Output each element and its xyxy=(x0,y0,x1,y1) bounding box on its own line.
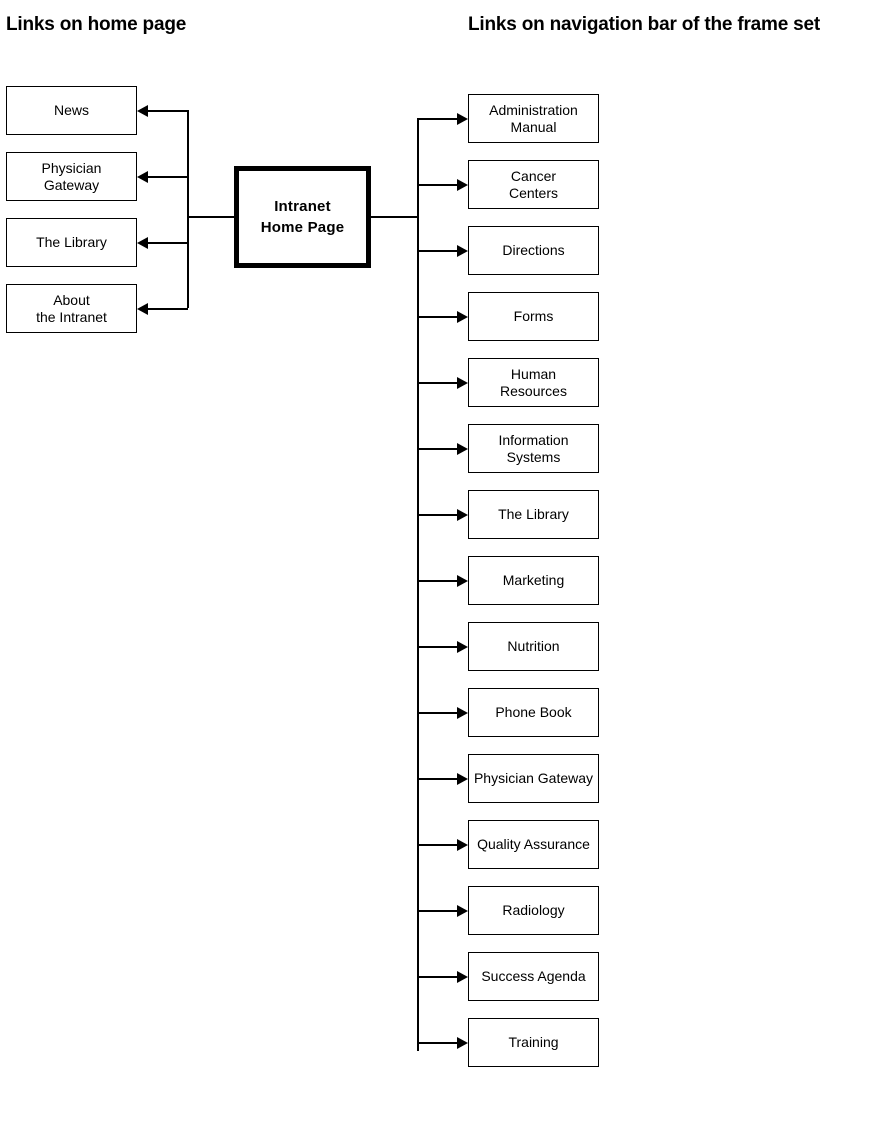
right-arrow-nutrition-icon xyxy=(457,641,468,653)
left-trunk-stem xyxy=(187,216,235,218)
left-arrow-about-the-intranet-icon xyxy=(137,303,148,315)
node-radiology[interactable]: Radiology xyxy=(468,886,599,935)
node-nutrition[interactable]: Nutrition xyxy=(468,622,599,671)
right-branch-administration-manual xyxy=(418,118,458,120)
right-branch-marketing xyxy=(418,580,458,582)
right-arrow-success-agenda-icon xyxy=(457,971,468,983)
right-arrow-quality-assurance-icon xyxy=(457,839,468,851)
node-physician-gateway-home[interactable]: Physician Gateway xyxy=(6,152,137,201)
right-arrow-information-systems-icon xyxy=(457,443,468,455)
right-branch-forms xyxy=(418,316,458,318)
left-branch-physician-gateway xyxy=(148,176,188,178)
right-trunk-vertical xyxy=(417,118,419,1051)
node-quality-assurance[interactable]: Quality Assurance xyxy=(468,820,599,869)
node-news[interactable]: News xyxy=(6,86,137,135)
left-trunk-vertical xyxy=(187,110,189,308)
node-phone-book[interactable]: Phone Book xyxy=(468,688,599,737)
node-forms[interactable]: Forms xyxy=(468,292,599,341)
right-arrow-administration-manual-icon xyxy=(457,113,468,125)
right-trunk-stem xyxy=(371,216,419,218)
right-arrow-cancer-centers-icon xyxy=(457,179,468,191)
right-arrow-human-resources-icon xyxy=(457,377,468,389)
left-branch-the-library xyxy=(148,242,188,244)
node-physician-gateway-nav[interactable]: Physician Gateway xyxy=(468,754,599,803)
node-intranet-home-page[interactable]: Intranet Home Page xyxy=(234,166,371,268)
node-information-systems[interactable]: Information Systems xyxy=(468,424,599,473)
node-the-library-nav[interactable]: The Library xyxy=(468,490,599,539)
node-marketing[interactable]: Marketing xyxy=(468,556,599,605)
left-branch-news xyxy=(148,110,188,112)
right-branch-nutrition xyxy=(418,646,458,648)
left-arrow-news-icon xyxy=(137,105,148,117)
node-human-resources[interactable]: Human Resources xyxy=(468,358,599,407)
right-branch-information-systems xyxy=(418,448,458,450)
right-branch-human-resources xyxy=(418,382,458,384)
right-arrow-physician-gateway-icon xyxy=(457,773,468,785)
left-arrow-the-library-icon xyxy=(137,237,148,249)
right-arrow-radiology-icon xyxy=(457,905,468,917)
node-the-library-home[interactable]: The Library xyxy=(6,218,137,267)
right-arrow-marketing-icon xyxy=(457,575,468,587)
node-success-agenda[interactable]: Success Agenda xyxy=(468,952,599,1001)
right-arrow-phone-book-icon xyxy=(457,707,468,719)
right-branch-quality-assurance xyxy=(418,844,458,846)
right-branch-the-library xyxy=(418,514,458,516)
node-training[interactable]: Training xyxy=(468,1018,599,1067)
heading-links-on-home-page: Links on home page xyxy=(6,14,187,35)
right-arrow-the-library-icon xyxy=(457,509,468,521)
node-cancer-centers[interactable]: Cancer Centers xyxy=(468,160,599,209)
heading-links-on-navigation-bar: Links on navigation bar of the frame set xyxy=(468,14,821,35)
left-arrow-physician-gateway-icon xyxy=(137,171,148,183)
right-arrow-directions-icon xyxy=(457,245,468,257)
right-branch-physician-gateway xyxy=(418,778,458,780)
right-branch-training xyxy=(418,1042,458,1044)
right-branch-radiology xyxy=(418,910,458,912)
node-about-the-intranet[interactable]: About the Intranet xyxy=(6,284,137,333)
node-administration-manual[interactable]: Administration Manual xyxy=(468,94,599,143)
right-branch-success-agenda xyxy=(418,976,458,978)
right-branch-directions xyxy=(418,250,458,252)
right-arrow-training-icon xyxy=(457,1037,468,1049)
right-branch-phone-book xyxy=(418,712,458,714)
right-branch-cancer-centers xyxy=(418,184,458,186)
node-directions[interactable]: Directions xyxy=(468,226,599,275)
left-branch-about-the-intranet xyxy=(148,308,188,310)
right-arrow-forms-icon xyxy=(457,311,468,323)
